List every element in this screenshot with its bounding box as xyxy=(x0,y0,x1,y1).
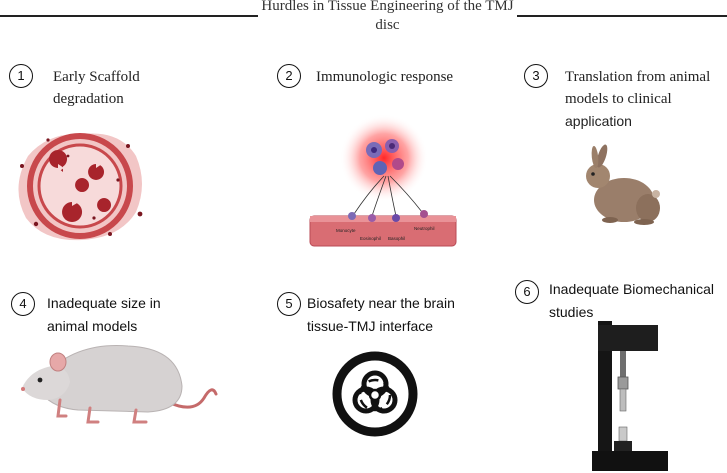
number-badge-1: 1 xyxy=(9,64,33,88)
header-rule-left xyxy=(0,15,258,17)
migration-lines xyxy=(353,175,423,217)
number-badge-5: 5 xyxy=(277,292,301,316)
inflammation-glow xyxy=(340,114,428,202)
cell-label-basophil: Basophil xyxy=(388,236,405,241)
rat-ear xyxy=(49,352,67,372)
machine-crosshead xyxy=(598,325,658,351)
biohazard-icon xyxy=(332,351,418,437)
degrading-pores xyxy=(49,150,112,222)
number-badge-3: 3 xyxy=(524,64,548,88)
figure-title: Hurdles in Tissue Engineering of the TMJ… xyxy=(261,0,514,33)
cell-label-monocyte: Monocyte xyxy=(336,228,356,233)
rabbit-tail xyxy=(652,190,660,198)
immunologic-response-illustration: Monocyte Eosinophil Basophil Neutrophil xyxy=(309,114,457,247)
hurdle-4-line-1: Inadequate size in xyxy=(47,295,161,311)
hurdle-3-line-2: models to clinical xyxy=(565,91,672,107)
rat-illustration xyxy=(21,345,218,424)
hurdle-4-line-2: animal models xyxy=(47,318,138,334)
hurdle-1-line-1: Early Scaffold xyxy=(53,69,140,85)
hurdle-5-label: Biosafety near the brain tissue-TMJ inte… xyxy=(307,292,455,338)
number-badge-2: 2 xyxy=(277,64,301,88)
mechanical-testing-machine-illustration xyxy=(592,321,668,471)
scaffold-outer-ring xyxy=(27,133,133,239)
machine-base xyxy=(592,451,668,471)
hurdle-5-line-1: Biosafety near the brain xyxy=(307,295,455,311)
hurdle-3-line-3: application xyxy=(565,113,632,129)
header-rule-right xyxy=(517,15,727,17)
rat-tail xyxy=(166,388,218,409)
cell-label-neutrophil: Neutrophil xyxy=(414,226,435,231)
hurdle-4-label: Inadequate size in animal models xyxy=(47,292,161,338)
rat-body xyxy=(41,345,183,413)
hurdle-3-line-1: Translation from animal xyxy=(565,69,711,85)
hurdle-3-label: Translation from animal models to clinic… xyxy=(565,66,710,132)
number-badge-6: 6 xyxy=(515,280,539,304)
vessel-cells xyxy=(348,210,428,222)
hurdle-6-label: Inadequate Biomechanical studies xyxy=(549,278,714,324)
rabbit-illustration xyxy=(586,144,660,225)
immune-cell-cluster xyxy=(366,139,404,175)
rabbit-head xyxy=(586,164,610,188)
hurdle-5-line-2: tissue-TMJ interface xyxy=(307,318,434,334)
debris-dots xyxy=(20,138,143,236)
cell-label-eosinophil: Eosinophil xyxy=(360,236,381,241)
rabbit-ear xyxy=(596,144,608,168)
hurdle-1-label: Early Scaffold degradation xyxy=(53,66,140,110)
number-badge-4: 4 xyxy=(11,292,35,316)
scaffold-degradation-illustration xyxy=(18,133,143,241)
hurdle-6-line-1: Inadequate Biomechanical xyxy=(549,281,715,297)
machine-column xyxy=(598,321,612,451)
hurdle-1-line-2: degradation xyxy=(53,91,124,107)
hurdle-6-line-2: studies xyxy=(549,304,594,320)
rat-head xyxy=(22,366,70,400)
hurdle-2-label: Immunologic response xyxy=(316,66,453,88)
hurdle-2-line-1: Immunologic response xyxy=(316,69,454,85)
